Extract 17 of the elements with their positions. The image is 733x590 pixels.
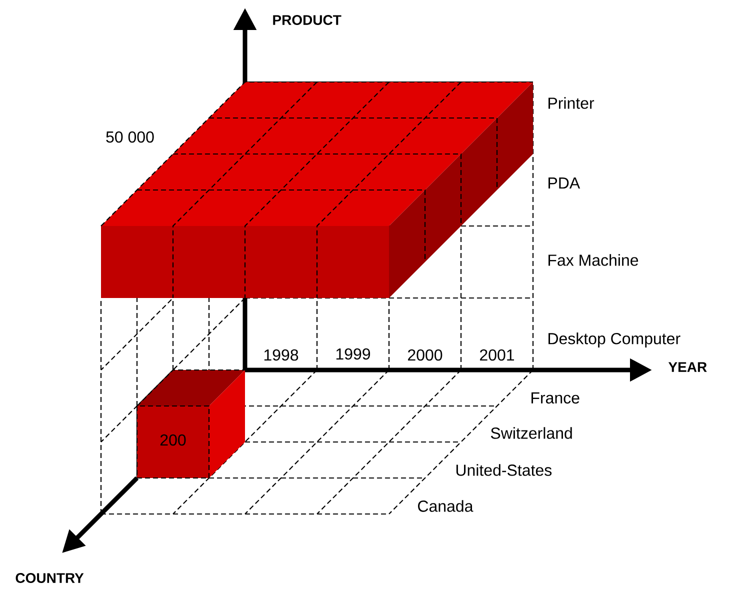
category-label: Fax Machine bbox=[548, 254, 638, 266]
axis-label: YEAR bbox=[668, 362, 707, 372]
category-label: 1999 bbox=[336, 348, 370, 360]
category-label: Switzerland bbox=[490, 427, 572, 439]
value-label: 200 bbox=[160, 434, 186, 446]
category-label: PDA bbox=[548, 178, 580, 188]
axis-label: COUNTRY bbox=[16, 573, 84, 583]
category-label: 2000 bbox=[408, 349, 442, 361]
axis-label: PRODUCT bbox=[273, 15, 342, 25]
category-label: United-States bbox=[456, 464, 552, 476]
category-label: 1998 bbox=[264, 349, 298, 361]
category-label: Desktop Computer bbox=[548, 332, 680, 348]
category-label: Printer bbox=[548, 97, 594, 109]
value-label: 50 000 bbox=[106, 131, 154, 143]
category-label: Canada bbox=[418, 500, 474, 512]
category-label: 2001 bbox=[480, 349, 514, 361]
category-label: France bbox=[532, 392, 580, 404]
